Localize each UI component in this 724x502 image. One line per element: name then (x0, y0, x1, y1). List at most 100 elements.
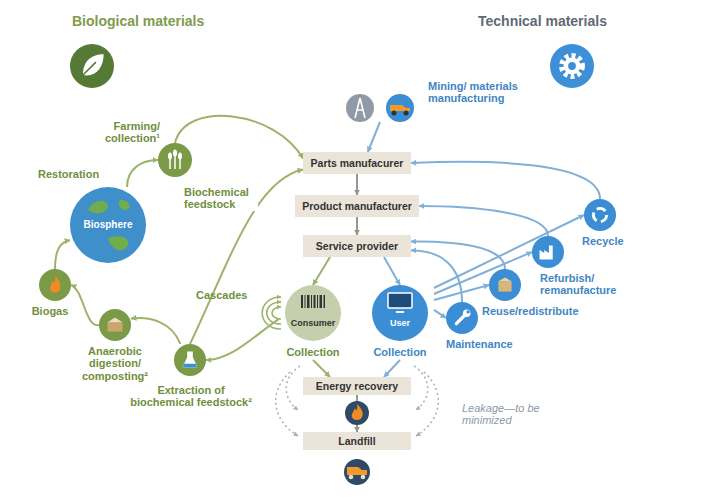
circle-icon (158, 143, 192, 177)
flow-arrow (71, 285, 99, 325)
node-label: Extraction of biochemical feedstock² (128, 384, 254, 409)
circle-icon (174, 344, 206, 376)
flow-arrow (434, 310, 446, 318)
circle-shape (584, 199, 616, 231)
flow-arrow (55, 240, 70, 269)
icon-circle: Refurbish/ remanufacture (532, 236, 564, 268)
leakage-line (416, 372, 438, 436)
node-label: Collection (273, 346, 353, 358)
box-label: Product manufacturer (302, 200, 412, 212)
icon-glyph (456, 310, 470, 324)
note-label: Cascades (196, 289, 256, 301)
node-label: Biological materials (72, 14, 242, 30)
icon-glyph (107, 317, 122, 331)
node-label: Consumer (281, 318, 345, 328)
icon-glyph (562, 56, 583, 77)
circle-shape (489, 269, 521, 301)
icon-circle: UserCollection (366, 285, 434, 360)
circle-icon (550, 44, 594, 88)
node-label: User (368, 318, 432, 328)
box-label: Service provider (316, 240, 398, 252)
circle-icon (532, 236, 564, 268)
process-box: Landfill (303, 432, 411, 450)
icon-circle: Technical materials (550, 44, 594, 88)
flow-arrow (411, 162, 600, 199)
circle-shape (70, 44, 114, 88)
leakage-line (276, 372, 298, 436)
circle-icon (70, 44, 114, 88)
icon-glyph (346, 94, 414, 122)
flow-arrow (313, 360, 330, 377)
circle-shape (158, 143, 192, 177)
flow-arrow (368, 122, 380, 152)
flow-arrow (384, 257, 400, 285)
circle-icon (99, 309, 131, 341)
circle-icon (584, 199, 616, 231)
node-label: Refurbish/ remanufacture (540, 272, 630, 297)
flow-arrow (419, 206, 548, 236)
node-label: Maintenance (446, 338, 526, 350)
icon-glyph (50, 276, 60, 293)
node-label: Anaerobic digestion/ composting² (72, 345, 158, 382)
process-box: Service provider (303, 235, 411, 257)
node-label: Collection (360, 346, 440, 358)
flow-arrow (313, 257, 330, 285)
icon-circle: Biological materials (70, 44, 114, 88)
flow-arrow (384, 360, 400, 377)
flow-arrow (127, 160, 158, 187)
circle-shape (99, 309, 131, 341)
process-box: Parts manufacurer (303, 152, 411, 174)
circle-icon (346, 94, 414, 122)
process-box: Product manufacturer (295, 195, 419, 217)
circle-shape (174, 344, 206, 376)
icon-glyph (182, 352, 197, 368)
flow-arrow (411, 242, 505, 269)
truck-icon (344, 459, 370, 485)
icon-circle: RestorationBiosphere (70, 187, 146, 263)
icon-circle: Maintenance (446, 302, 478, 334)
icon-circle: ConsumerCollection (279, 285, 347, 360)
flow-arrow (434, 285, 489, 300)
circle-shape (532, 236, 564, 268)
box-label: Parts manufacurer (311, 157, 404, 169)
node-label: Restoration (38, 168, 118, 180)
icon-glyph (593, 208, 606, 221)
note-label: Leakage—to be minimized (462, 402, 562, 427)
circle-icon (446, 302, 478, 334)
cascade-arc (262, 297, 281, 329)
icon-circle: Extraction of biochemical feedstock² (174, 344, 206, 376)
circle-shape (550, 44, 594, 88)
icon-circle: Mining/ materials manufacturing (346, 94, 414, 122)
icon-glyph (83, 54, 104, 75)
node-label: Reuse/redistribute (482, 305, 592, 317)
cascade-arc (272, 307, 281, 319)
icon-circle: Reuse/redistribute (489, 269, 521, 301)
icon-glyph (168, 150, 182, 170)
box-label: Energy recovery (316, 380, 398, 392)
icon-glyph (540, 245, 553, 259)
node-label: Biosphere (72, 219, 144, 230)
node-label: Mining/ materials manufacturing (428, 80, 518, 105)
flow-arrow (356, 217, 358, 235)
flow-arrow (131, 318, 180, 344)
icon-circle: Farming/ collection¹ (158, 143, 192, 177)
node-label: Recycle (582, 235, 652, 247)
fire-icon (345, 401, 369, 425)
node-label: Technical materials (478, 14, 658, 30)
flow-arrow (175, 116, 303, 159)
icon-glyph (372, 285, 428, 341)
circle-shape (39, 269, 71, 301)
icon-circle: Anaerobic digestion/ composting² (99, 309, 131, 341)
edge-label: Biochemical feedstock (182, 186, 258, 211)
node-label: Biogas (20, 305, 80, 317)
circle-shape (70, 187, 146, 263)
icon-circle: Biogas (39, 269, 71, 301)
node-label: Farming/ collection¹ (66, 120, 160, 145)
circle-icon (489, 269, 521, 301)
icon-glyph (498, 277, 511, 291)
cascade-arc (267, 302, 281, 324)
circle-icon (39, 269, 71, 301)
icon-glyph (285, 285, 341, 341)
box-label: Landfill (338, 435, 375, 447)
